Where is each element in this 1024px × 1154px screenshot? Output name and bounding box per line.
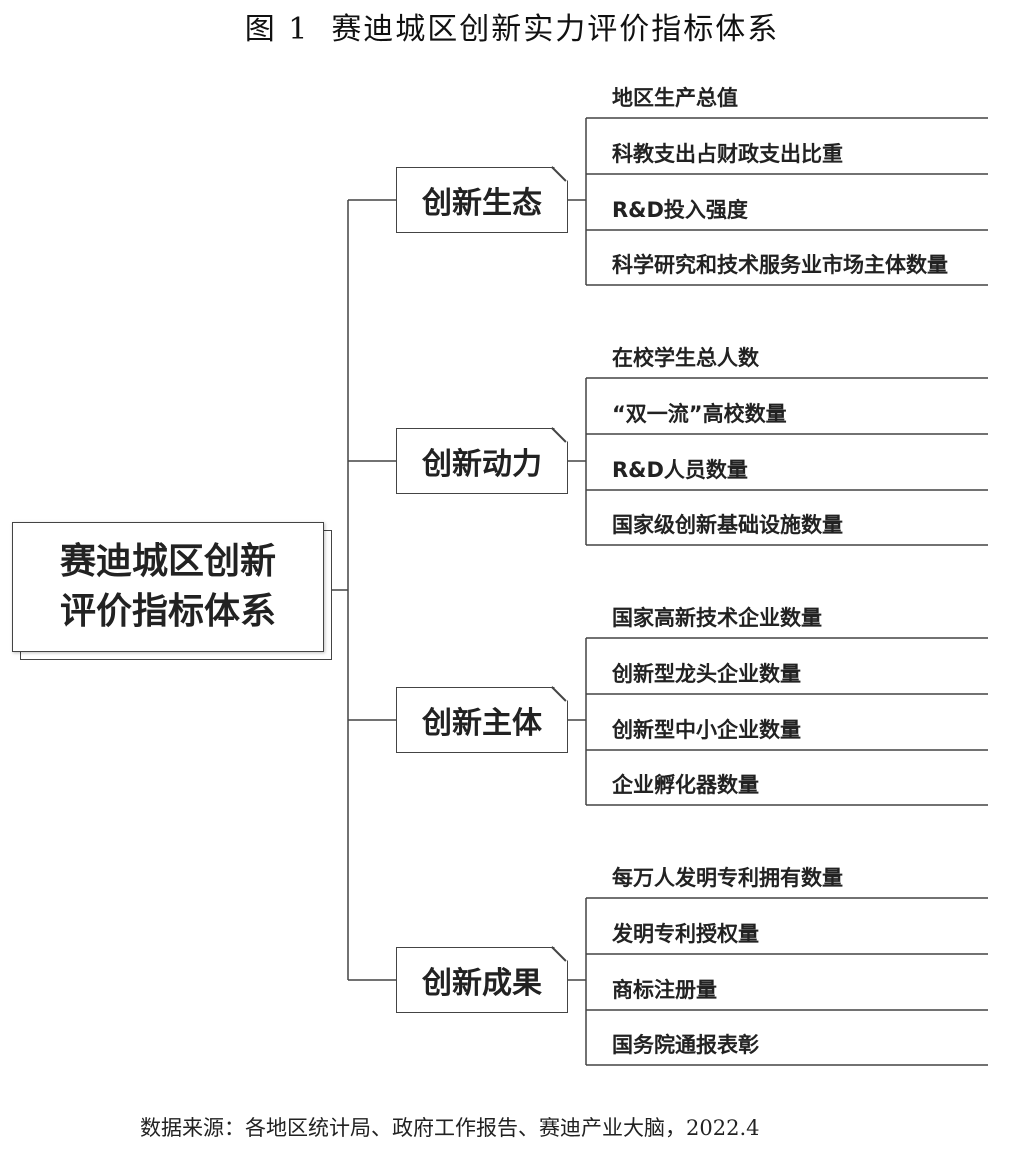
figure-title-text: 赛迪城区创新实力评价指标体系 — [331, 12, 780, 47]
indicator-item: R&D投入强度 — [612, 198, 748, 222]
indicator-item: 企业孵化器数量 — [612, 773, 759, 797]
category-label: 创新生态 — [422, 186, 542, 221]
indicator-item: R&D人员数量 — [612, 458, 748, 482]
indicator-item: 国家级创新基础设施数量 — [612, 513, 843, 537]
indicator-item: 每万人发明专利拥有数量 — [612, 866, 843, 890]
indicator-item: 国务院通报表彰 — [612, 1033, 759, 1057]
indicator-item: 科教支出占财政支出比重 — [612, 142, 843, 166]
indicator-item: 科学研究和技术服务业市场主体数量 — [612, 253, 948, 277]
indicator-item: 创新型中小企业数量 — [612, 718, 801, 742]
category-node-entities: 创新主体 — [396, 686, 568, 753]
figure-title: 图 1 赛迪城区创新实力评价指标体系 — [0, 4, 1024, 48]
indicator-item: 商标注册量 — [612, 978, 717, 1002]
root-node: 赛迪城区创新 评价指标体系 — [12, 522, 324, 652]
indicator-item: 在校学生总人数 — [612, 346, 759, 370]
indicator-item: “双一流”高校数量 — [612, 402, 787, 426]
category-node-motivation: 创新动力 — [396, 427, 568, 494]
data-source-note: 数据来源：各地区统计局、政府工作报告、赛迪产业大脑，2022.4 — [140, 1116, 760, 1140]
category-label: 创新动力 — [422, 447, 542, 482]
indicator-item: 发明专利授权量 — [612, 922, 759, 946]
category-node-results: 创新成果 — [396, 946, 568, 1013]
figure-number: 图 1 — [244, 12, 310, 47]
category-node-ecology: 创新生态 — [396, 166, 568, 233]
indicator-item: 国家高新技术企业数量 — [612, 606, 822, 630]
indicator-item: 创新型龙头企业数量 — [612, 662, 801, 686]
root-label-line2: 评价指标体系 — [59, 591, 276, 632]
category-label: 创新主体 — [422, 706, 542, 741]
indicator-item: 地区生产总值 — [612, 86, 738, 110]
category-label: 创新成果 — [422, 966, 542, 1001]
root-label-line1: 赛迪城区创新 — [59, 541, 276, 582]
